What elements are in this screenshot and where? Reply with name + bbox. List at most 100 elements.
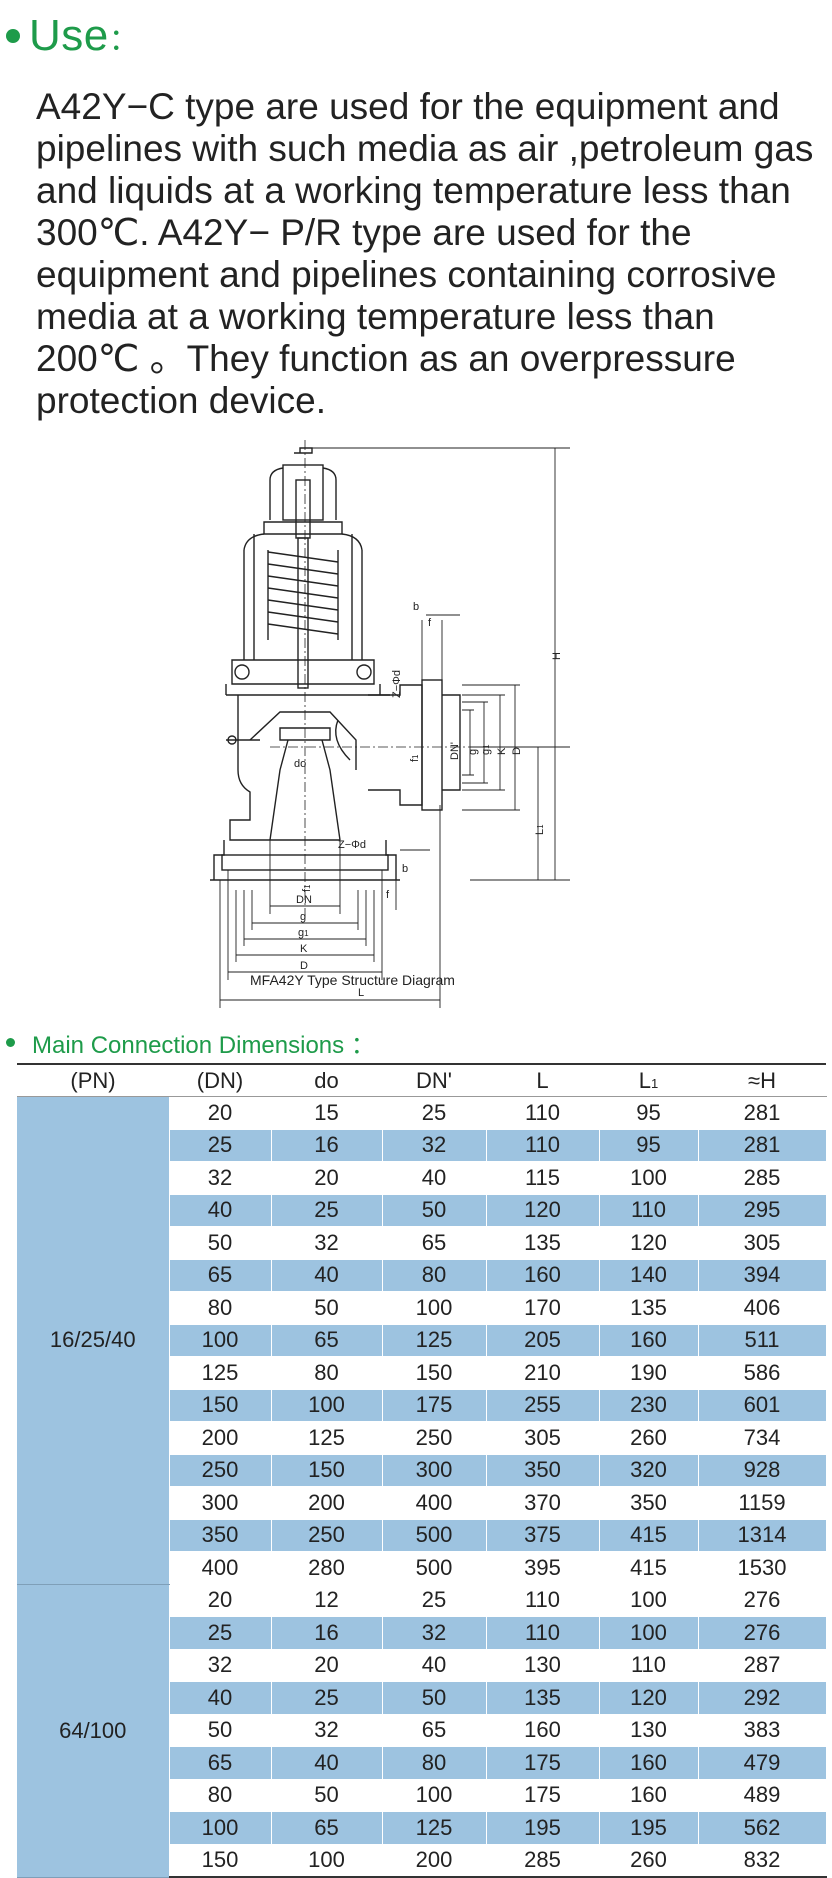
table-cell: 383 bbox=[698, 1714, 827, 1747]
table-cell: 25 bbox=[169, 1129, 272, 1162]
table-cell: 80 bbox=[169, 1291, 272, 1325]
diagram-label-f1-bottom: f1 bbox=[301, 884, 313, 892]
table-cell: 320 bbox=[599, 1454, 699, 1487]
table-cell: 65 bbox=[382, 1226, 487, 1260]
table-cell: 50 bbox=[169, 1714, 272, 1747]
table-cell: 832 bbox=[698, 1844, 827, 1878]
table-cell: 230 bbox=[599, 1389, 699, 1422]
diagram-label-b-top: b bbox=[413, 601, 419, 613]
use-heading: Use： bbox=[6, 6, 139, 66]
table-cell: 15 bbox=[271, 1096, 383, 1130]
diagram-label-Zphid-top: Z−Φd bbox=[391, 670, 403, 698]
table-cell: 100 bbox=[382, 1291, 487, 1325]
diagram-label-b-bottom: b bbox=[402, 863, 408, 875]
table-cell: 260 bbox=[599, 1421, 699, 1455]
table-cell: 110 bbox=[486, 1616, 600, 1650]
table-cell: 65 bbox=[382, 1714, 487, 1747]
table-cell: 160 bbox=[486, 1714, 600, 1747]
table-cell: 200 bbox=[382, 1844, 487, 1878]
diagram-label-do: do bbox=[294, 758, 306, 770]
table-cell: 400 bbox=[382, 1486, 487, 1520]
table-cell: 50 bbox=[382, 1194, 487, 1227]
table-cell: 586 bbox=[698, 1356, 827, 1390]
table-cell: 195 bbox=[486, 1811, 600, 1845]
table-cell: 406 bbox=[698, 1291, 827, 1325]
table-cell: 32 bbox=[382, 1129, 487, 1162]
diagram-label-g-bottom: g bbox=[300, 911, 306, 923]
table-cell: 500 bbox=[382, 1551, 487, 1585]
diagram-label-D: D bbox=[511, 747, 523, 755]
table-cell: 32 bbox=[169, 1649, 272, 1682]
table-cell: 95 bbox=[599, 1129, 699, 1162]
valve-structure-diagram: H L1 D K g1 g DN' f1 Z−Φd b f Z−Φd b f f… bbox=[210, 440, 570, 1008]
table-cell: 50 bbox=[271, 1779, 383, 1812]
table-cell: 276 bbox=[698, 1584, 827, 1617]
diagram-label-g1: g1 bbox=[480, 744, 492, 755]
table-cell: 280 bbox=[271, 1551, 383, 1585]
diagram-label-D-bottom: D bbox=[300, 960, 308, 972]
table-cell: 100 bbox=[382, 1779, 487, 1812]
table-cell: 511 bbox=[698, 1324, 827, 1357]
table-header-row: (PN) (DN) do DN' L L1 ≈H bbox=[17, 1063, 826, 1097]
table-cell: 20 bbox=[271, 1649, 383, 1682]
table-cell: 400 bbox=[169, 1551, 272, 1585]
table-cell: 1314 bbox=[698, 1519, 827, 1552]
diagram-label-K: K bbox=[496, 747, 508, 755]
table-cell: 80 bbox=[382, 1259, 487, 1292]
table-cell: 150 bbox=[382, 1356, 487, 1390]
table-cell: 110 bbox=[486, 1584, 600, 1617]
table-cell: 175 bbox=[486, 1746, 600, 1780]
table-cell: 175 bbox=[382, 1389, 487, 1422]
pn-cell: 64/100 bbox=[17, 1584, 170, 1878]
table-cell: 1530 bbox=[698, 1551, 827, 1585]
diagram-label-f1: f1 bbox=[409, 754, 421, 762]
diagram-label-g: g bbox=[467, 749, 479, 755]
table-cell: 160 bbox=[599, 1324, 699, 1357]
table-cell: 16 bbox=[271, 1616, 383, 1650]
table-cell: 281 bbox=[698, 1096, 827, 1130]
table-cell: 500 bbox=[382, 1519, 487, 1552]
table-cell: 25 bbox=[271, 1681, 383, 1715]
table-cell: 292 bbox=[698, 1681, 827, 1715]
table-cell: 65 bbox=[271, 1324, 383, 1357]
table-cell: 200 bbox=[169, 1421, 272, 1455]
table-cell: 40 bbox=[169, 1194, 272, 1227]
table-cell: 110 bbox=[599, 1194, 699, 1227]
table-cell: 300 bbox=[382, 1454, 487, 1487]
table-cell: 394 bbox=[698, 1259, 827, 1292]
table-cell: 50 bbox=[271, 1291, 383, 1325]
diagram-label-DN: DN bbox=[296, 894, 312, 906]
table-cell: 32 bbox=[382, 1616, 487, 1650]
header-h: ≈H bbox=[698, 1063, 826, 1097]
table-cell: 415 bbox=[599, 1519, 699, 1552]
table-cell: 100 bbox=[599, 1584, 699, 1617]
table-cell: 50 bbox=[382, 1681, 487, 1715]
table-cell: 287 bbox=[698, 1649, 827, 1682]
table-cell: 250 bbox=[169, 1454, 272, 1487]
table-cell: 25 bbox=[382, 1096, 487, 1130]
table-cell: 195 bbox=[599, 1811, 699, 1845]
table-cell: 40 bbox=[271, 1746, 383, 1780]
table-cell: 125 bbox=[271, 1421, 383, 1455]
table-cell: 100 bbox=[599, 1616, 699, 1650]
table-cell: 65 bbox=[271, 1811, 383, 1845]
table-cell: 40 bbox=[382, 1161, 487, 1195]
table-cell: 32 bbox=[169, 1161, 272, 1195]
table-cell: 125 bbox=[382, 1324, 487, 1357]
table-cell: 135 bbox=[599, 1291, 699, 1325]
table-cell: 305 bbox=[486, 1421, 600, 1455]
table-cell: 370 bbox=[486, 1486, 600, 1520]
